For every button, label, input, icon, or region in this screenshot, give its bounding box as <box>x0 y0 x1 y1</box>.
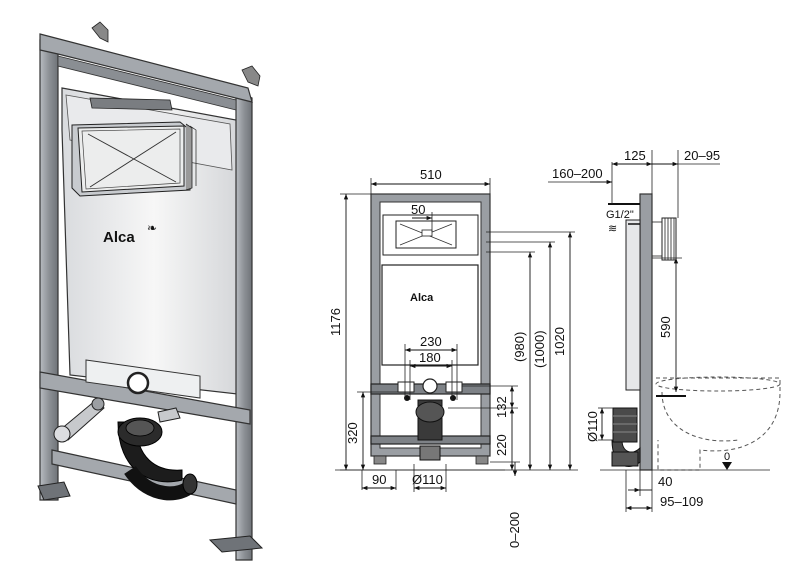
dim-590-label: 590 <box>658 316 673 338</box>
side-elevation: G1/2" ≋ 125 20–95 160–200 <box>548 148 781 512</box>
wall-bracket-icon <box>91 21 109 43</box>
frame-illustration: Alca ❧ <box>37 21 264 561</box>
dim-980-label: (980) <box>512 332 527 362</box>
dim-132-label: 132 <box>494 396 509 418</box>
side-frame <box>639 193 653 471</box>
wall-bracket-icon <box>241 65 261 87</box>
toilet-bowl-outline <box>655 376 781 471</box>
dim-95-109-label: 95–109 <box>660 494 703 509</box>
dim-20-95-label: 20–95 <box>684 148 720 163</box>
dim-220-label: 220 <box>494 434 509 456</box>
side-flush-plate-icon <box>661 217 677 261</box>
flush-plate-icon <box>71 121 197 197</box>
dim-230-label: 230 <box>420 334 442 349</box>
dim-1000-label: (1000) <box>532 330 547 368</box>
dim-50-label: 50 <box>411 202 425 217</box>
dim-0-200-label: 0–200 <box>507 512 522 548</box>
front-elevation: Alca 510 50 1176 320 230 <box>328 167 578 548</box>
dim-125-label: 125 <box>624 148 646 163</box>
side-drain-elbow-icon <box>611 407 641 467</box>
frame-right-post <box>235 89 253 561</box>
valve-icon <box>53 397 105 443</box>
floor-marker-icon <box>722 462 732 470</box>
dim-510-label: 510 <box>420 167 442 182</box>
logo-text: Alca <box>103 229 135 246</box>
svg-text:≋: ≋ <box>608 223 617 235</box>
dim-1020-label: 1020 <box>552 327 567 356</box>
frame-foot-icon <box>37 481 71 501</box>
alca-logo: Alca ❧ <box>103 221 157 246</box>
svg-text:❧: ❧ <box>147 221 157 235</box>
dim-40-label: 40 <box>658 474 672 489</box>
floor-zero-label: 0 <box>724 451 730 463</box>
frame-foot-icon <box>208 535 264 553</box>
drain-elbow-icon <box>117 417 198 501</box>
dim-o110-side-label: Ø110 <box>585 411 600 442</box>
dim-180-label: 180 <box>419 350 441 365</box>
dim-90-label: 90 <box>372 472 386 487</box>
front-logo-text: Alca <box>410 292 434 304</box>
thread-g12-label: G1/2" <box>606 209 634 221</box>
water-inlet-icon <box>126 371 150 395</box>
frame-cross-bar <box>39 371 251 425</box>
dim-1176-label: 1176 <box>328 308 343 336</box>
frame-top-bar <box>39 33 253 103</box>
dim-160-200-label: 160–200 <box>552 166 603 181</box>
dim-o110-front-label: Ø110 <box>412 472 443 487</box>
dim-320-label: 320 <box>345 422 360 444</box>
